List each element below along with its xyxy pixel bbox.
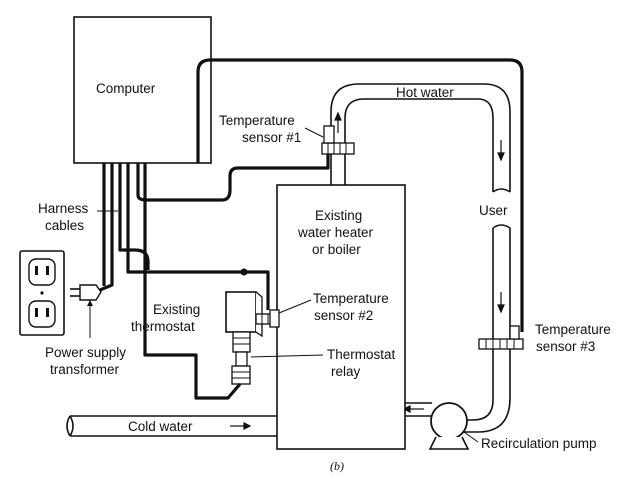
pump-leader (463, 431, 479, 443)
temp-sensor-1-label-2: sensor #1 (242, 130, 301, 145)
pump-base (428, 436, 470, 450)
pipe-break-top (492, 188, 511, 193)
water-heater-tank (276, 184, 406, 450)
temp-sensor-3 (478, 325, 524, 350)
temp-sensor-2-label-1: Temperature (313, 291, 389, 306)
thermostat-label-2: thermostat (131, 319, 195, 334)
figure-caption: (b) (330, 459, 344, 473)
hot-water-pipe (330, 83, 511, 192)
temp-sensor-3-label-2: sensor #3 (536, 339, 595, 354)
cold-water-pipe (66, 415, 277, 437)
computer-label: Computer (96, 81, 156, 96)
tank-to-pump-pipe (405, 402, 432, 417)
thermostat-label-1: Existing (153, 302, 200, 317)
return-pipe (458, 228, 511, 433)
harness-cables (99, 58, 524, 400)
power-leader-arrow (87, 300, 93, 306)
cable-junction (240, 268, 248, 276)
existing-thermostat (225, 291, 278, 338)
temp-sensor-1 (321, 125, 355, 155)
heater-label-2: water heater (297, 225, 374, 240)
recirculation-pump (430, 402, 468, 440)
temp-sensor-2 (269, 309, 280, 328)
wall-outlet (19, 250, 65, 336)
power-label-2: transformer (50, 362, 120, 377)
harness-label-1: Harness (38, 201, 89, 216)
computer-box (73, 16, 212, 164)
temp-sensor-1-leader (304, 127, 324, 138)
pipe-break-bottom (492, 224, 511, 229)
pump-label: Recirculation pump (481, 436, 597, 451)
relay-label-1: Thermostat (327, 347, 396, 362)
harness-label-2: cables (45, 218, 84, 233)
relay-leader (250, 354, 324, 358)
cold-water-label: Cold water (128, 419, 193, 434)
relay-label-2: relay (331, 364, 361, 379)
user-label: User (479, 203, 508, 218)
temp-sensor-2-label-2: sensor #2 (314, 308, 373, 323)
temp-sensor-1-label-1: Temperature (219, 113, 295, 128)
power-supply-transformer (70, 284, 102, 301)
power-label-1: Power supply (45, 345, 126, 360)
heater-label-1: Existing (315, 208, 362, 223)
thermostat-relay (231, 331, 251, 385)
heater-label-3: or boiler (312, 242, 361, 257)
temp-sensor-3-label-1: Temperature (535, 322, 611, 337)
flow-arrows (230, 111, 505, 430)
temp-sensor-2-leader (278, 299, 312, 314)
hot-water-label: Hot water (396, 85, 454, 100)
